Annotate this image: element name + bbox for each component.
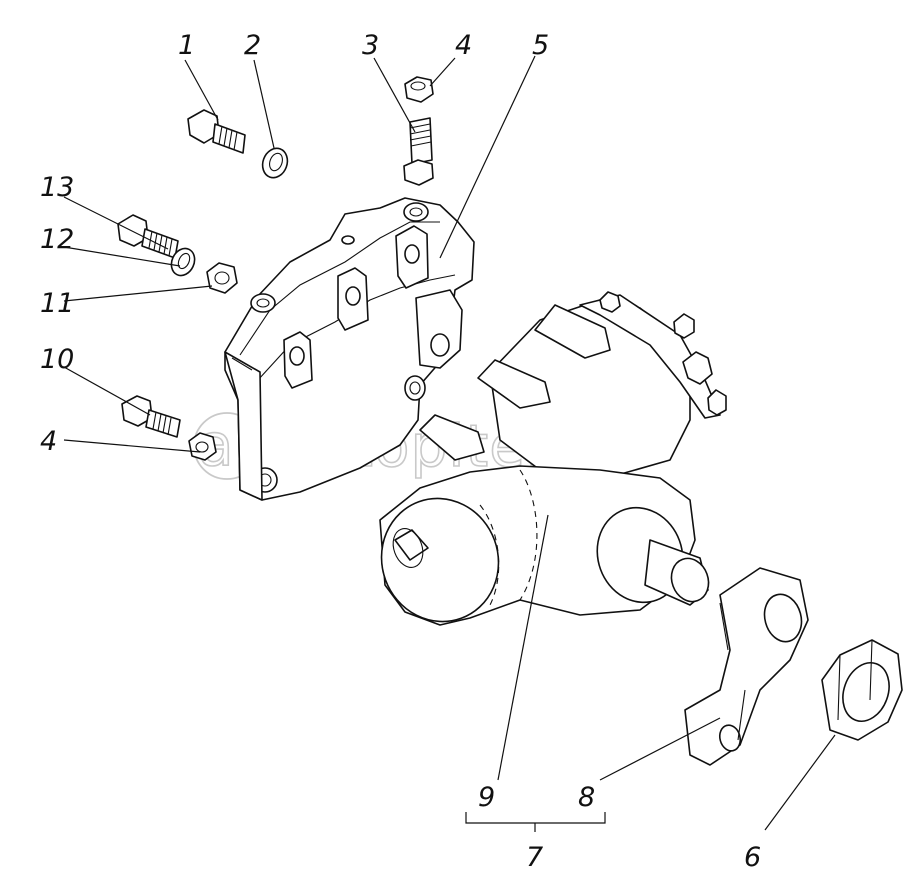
part-12-spring-washer <box>170 247 196 277</box>
callout-10: 10 <box>40 344 74 375</box>
callout-1: 1 <box>178 30 195 61</box>
part-4-nut-lower <box>188 432 217 461</box>
callout-5: 5 <box>532 30 549 61</box>
callout-9: 9 <box>478 782 495 813</box>
leader-lines <box>63 55 836 832</box>
callout-2: 2 <box>244 30 261 61</box>
part-2-spring-washer <box>261 147 289 179</box>
part-6-nut <box>821 639 903 741</box>
callout-11: 11 <box>40 288 74 319</box>
part-5-bracket <box>224 197 475 501</box>
callout-13: 13 <box>40 172 74 203</box>
callout-8: 8 <box>578 782 595 813</box>
callout-4-lower: 4 <box>40 426 57 457</box>
part-13-bolt <box>117 214 179 259</box>
part-9-gear-housing <box>379 291 727 626</box>
callout-6: 6 <box>744 842 761 873</box>
callout-12: 12 <box>40 224 74 255</box>
callout-4-top: 4 <box>455 30 472 61</box>
callout-3: 3 <box>362 30 379 61</box>
part-11-nut <box>206 262 238 294</box>
part-1-bolt <box>187 109 246 154</box>
part-3-bolt <box>403 117 434 186</box>
callout-labels: 1 2 3 4 5 13 12 11 10 4 9 8 7 6 <box>40 30 761 873</box>
part-8-pitman-arm <box>684 567 809 766</box>
callout-7: 7 <box>526 842 543 873</box>
part-10-bolt <box>121 395 181 438</box>
part-4-nut-top <box>404 76 434 103</box>
